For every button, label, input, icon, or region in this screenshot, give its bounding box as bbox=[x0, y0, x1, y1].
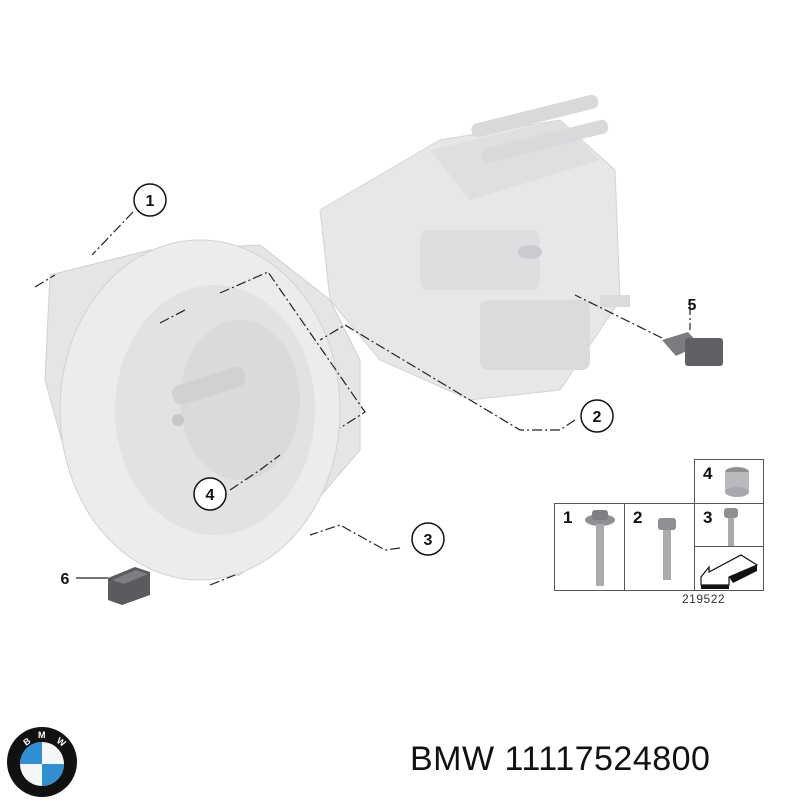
callout-5: 5 bbox=[688, 297, 697, 314]
legend-number: 2 bbox=[633, 508, 643, 527]
arrow-icon bbox=[700, 554, 759, 589]
legend-item-2: 2 bbox=[624, 503, 695, 591]
svg-text:6: 6 bbox=[61, 571, 70, 588]
sleeve-icon bbox=[725, 467, 749, 497]
legend-number: 3 bbox=[703, 508, 713, 527]
part-title: BMW 11117524800 bbox=[410, 740, 711, 778]
svg-text:5: 5 bbox=[688, 297, 697, 314]
leader-lines bbox=[34, 211, 691, 586]
svg-text:3: 3 bbox=[424, 532, 433, 549]
short-bolt-icon bbox=[724, 508, 738, 546]
callout-3: 3 bbox=[411, 522, 445, 556]
svg-text:M: M bbox=[38, 730, 46, 740]
svg-text:2: 2 bbox=[593, 409, 602, 426]
legend-number: 1 bbox=[563, 508, 573, 527]
legend-item-1: 1 bbox=[554, 503, 625, 591]
callout-2: 2 bbox=[580, 399, 614, 433]
reference-number: 219522 bbox=[682, 592, 726, 606]
bmw-logo-icon: B M W bbox=[7, 727, 77, 797]
part-5-sensor bbox=[662, 332, 723, 366]
legend-arrow-box bbox=[694, 546, 764, 591]
svg-text:1: 1 bbox=[146, 193, 155, 210]
legend-number: 4 bbox=[703, 464, 713, 483]
legend-item-4: 4 bbox=[694, 459, 764, 504]
transmission-rear-body bbox=[319, 94, 630, 401]
legend-item-3: 3 bbox=[694, 503, 764, 547]
hex-bolt-icon bbox=[658, 518, 676, 580]
bell-housing bbox=[44, 239, 361, 581]
part-6-mount bbox=[108, 567, 150, 605]
callout-1: 1 bbox=[133, 183, 167, 217]
svg-text:B: B bbox=[21, 735, 32, 747]
callout-4: 4 bbox=[193, 477, 227, 511]
callout-6: 6 bbox=[61, 571, 70, 588]
bolt-with-washer-icon bbox=[585, 510, 615, 586]
svg-text:4: 4 bbox=[206, 487, 215, 504]
